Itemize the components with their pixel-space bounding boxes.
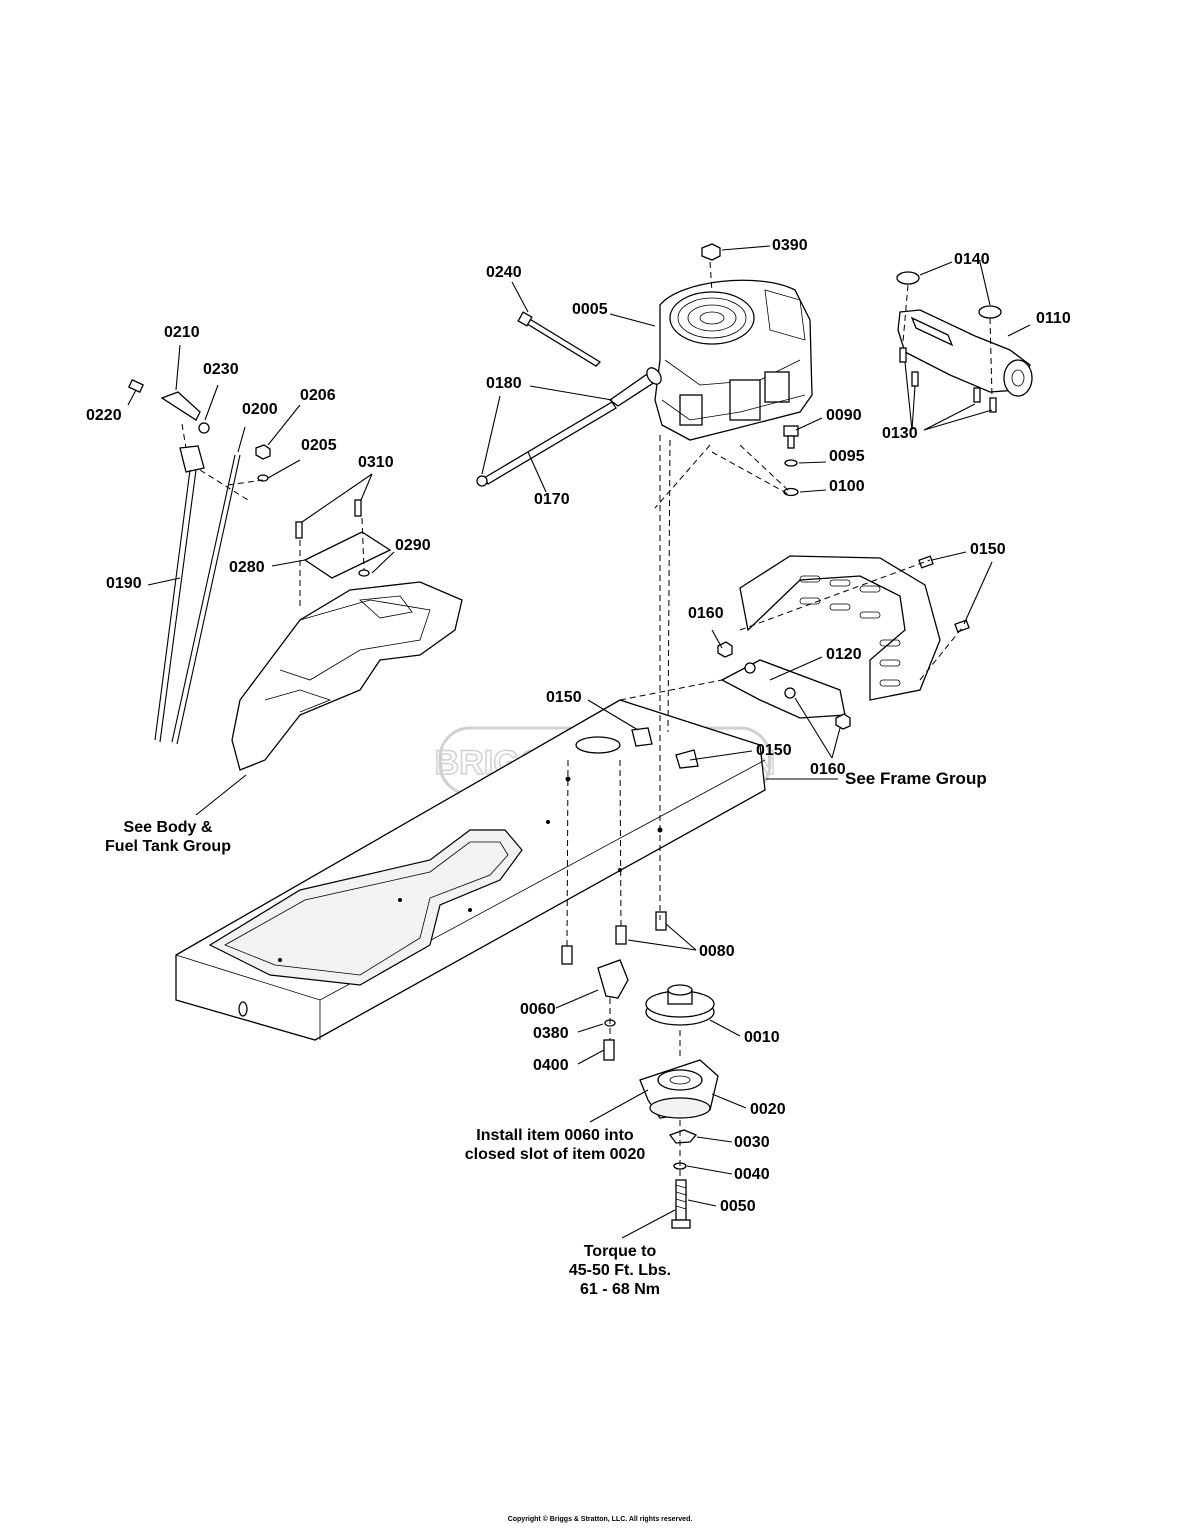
assembly-lines [181, 261, 993, 1180]
label-0206: 0206 [300, 387, 336, 404]
label-0060: 0060 [520, 1001, 556, 1018]
label-0150-shield: 0150 [970, 541, 1006, 558]
nut-0290 [358, 569, 370, 577]
note-torque: Torque to 45-50 Ft. Lbs. 61 - 68 Nm [530, 1242, 710, 1299]
body-fuel-tank-part [231, 581, 463, 771]
label-0190: 0190 [106, 575, 142, 592]
label-0280: 0280 [229, 559, 265, 576]
rod-0170 [476, 401, 617, 487]
note-install-line1: Install item 0060 into [476, 1127, 634, 1144]
gasket-0140-left [896, 271, 920, 285]
engine-part [654, 279, 813, 441]
note-body-line1: See Body & [123, 819, 213, 836]
washer-0095 [784, 459, 798, 467]
bolt-0180 [608, 367, 662, 407]
note-torque-line3: 61 - 68 Nm [579, 1281, 661, 1298]
label-0095: 0095 [829, 448, 865, 465]
label-0120: 0120 [826, 646, 862, 663]
bolts-0080 [561, 911, 667, 965]
frame-part [175, 699, 766, 1041]
label-0230: 0230 [203, 361, 239, 378]
nut-0390 [701, 243, 721, 261]
bolt-0090 [783, 425, 799, 449]
label-0400: 0400 [533, 1057, 569, 1074]
note-frame-group: See Frame Group [845, 769, 987, 788]
note-body-line2: Fuel Tank Group [105, 838, 231, 855]
label-0030: 0030 [734, 1134, 770, 1151]
bolt-0400 [603, 1039, 615, 1061]
copyright-notice: Copyright © Briggs & Stratton, LLC. All … [507, 1516, 693, 1523]
screws-0310 [295, 499, 362, 539]
label-0020: 0020 [750, 1101, 786, 1118]
label-0140: 0140 [954, 251, 990, 268]
label-0390: 0390 [772, 237, 808, 254]
label-0100: 0100 [829, 478, 865, 495]
label-0180: 0180 [486, 375, 522, 392]
label-0290: 0290 [395, 537, 431, 554]
muffler-part [897, 309, 1033, 397]
label-0240: 0240 [486, 264, 522, 281]
label-0310: 0310 [358, 454, 394, 471]
spacer-0030 [668, 1129, 698, 1144]
label-0205: 0205 [301, 437, 337, 454]
pulley-0010 [645, 984, 715, 1026]
label-0150-left: 0150 [546, 689, 582, 706]
label-0010: 0010 [744, 1029, 780, 1046]
note-torque-line1: Torque to [583, 1243, 657, 1260]
clutch-0020 [639, 1059, 719, 1119]
label-0130: 0130 [882, 425, 918, 442]
plate-0280 [303, 531, 392, 579]
note-torque-line2: 45-50 Ft. Lbs. [568, 1262, 672, 1279]
note-install-line2: closed slot of item 0020 [464, 1146, 646, 1163]
label-0220: 0220 [86, 407, 122, 424]
washer-0100 [783, 487, 799, 497]
label-0210: 0210 [164, 324, 200, 341]
label-0005: 0005 [572, 301, 608, 318]
throttle-control-part [128, 378, 241, 745]
nut-0206 [255, 444, 271, 460]
label-0080: 0080 [699, 943, 735, 960]
bracket-0060 [597, 959, 629, 999]
bolt-0050 [671, 1179, 691, 1229]
bolts-0130 [899, 347, 997, 413]
leader-lines [127, 245, 1031, 1239]
note-install-0060: Install item 0060 into closed slot of it… [430, 1126, 680, 1164]
label-0170: 0170 [534, 491, 570, 508]
label-0200: 0200 [242, 401, 278, 418]
gasket-0140-right [978, 305, 1002, 319]
label-0380: 0380 [533, 1025, 569, 1042]
label-0160-bottom: 0160 [810, 761, 846, 778]
label-0090: 0090 [826, 407, 862, 424]
label-0150-mid: 0150 [756, 742, 792, 759]
note-body-fuel-tank-group: See Body & Fuel Tank Group [78, 818, 258, 856]
bracket-0120 [720, 659, 846, 719]
label-0050: 0050 [720, 1198, 756, 1215]
bolt-0240 [517, 311, 602, 367]
label-0160-top: 0160 [688, 605, 724, 622]
label-0040: 0040 [734, 1166, 770, 1183]
label-0110: 0110 [1036, 310, 1071, 327]
nuts-0160 [717, 641, 851, 730]
